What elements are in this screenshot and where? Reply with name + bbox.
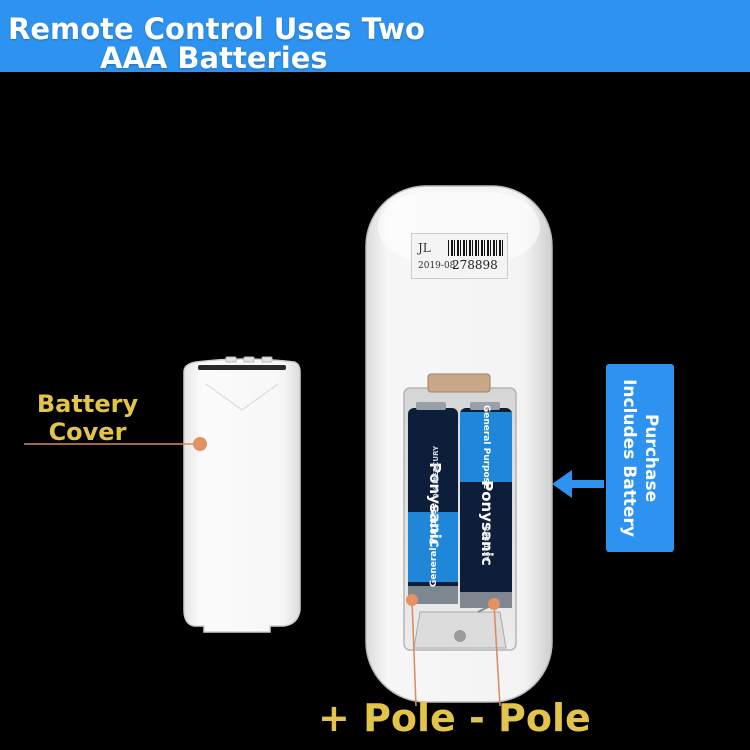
cover-body (183, 358, 301, 633)
battery-right-type: General Purpose (481, 404, 491, 490)
cover-pointer-dot (193, 437, 207, 451)
sticker-brand: JL (418, 241, 431, 255)
sticker-serial: 278898 (452, 258, 498, 272)
barcode-icon (448, 240, 504, 256)
left-arrow-icon (552, 470, 604, 498)
plus-pole-pointer-dot (406, 594, 418, 606)
title-banner (0, 0, 750, 72)
cover-latch-slot (427, 373, 491, 393)
plate-screw-hole (454, 630, 466, 642)
battery-cover-label-line-2: Cover (48, 418, 127, 446)
battery-left-note: 0% MERCURY (432, 445, 440, 499)
battery-included-callout: Purchase Includes Battery (606, 364, 674, 552)
callout-line-2: Includes Battery (619, 379, 639, 537)
battery-cover (183, 356, 301, 633)
battery-right (460, 402, 512, 608)
minus-pole-pointer-line (493, 603, 501, 707)
battery-cover-label-line-1: Battery (36, 390, 139, 418)
cover-grip-tab-1 (225, 356, 237, 363)
sticker-date: 2019-08 (418, 261, 456, 271)
banner-title-line-2: AAA Batteries (100, 41, 328, 75)
plus-pole-pointer-line (411, 599, 417, 707)
callout-line-1: Purchase (641, 413, 661, 503)
callout-text: Purchase Includes Battery (618, 364, 662, 552)
barcode-sticker: JL 2019-08 278898 (411, 233, 508, 279)
cover-grip-ridge (198, 365, 286, 370)
battery-cover-label: Battery Cover (30, 390, 145, 446)
cover-grip-tab-2 (243, 356, 255, 363)
cover-grip-tab-3 (261, 356, 273, 363)
minus-pole-pointer-dot (488, 598, 500, 610)
cover-chevron (205, 383, 279, 411)
battery-right-model: R03 1.5V (482, 526, 490, 562)
battery-left (408, 402, 458, 604)
banner-title-line-1: Remote Control Uses Two (8, 12, 425, 46)
pole-labels: + Pole - Pole (318, 696, 591, 740)
